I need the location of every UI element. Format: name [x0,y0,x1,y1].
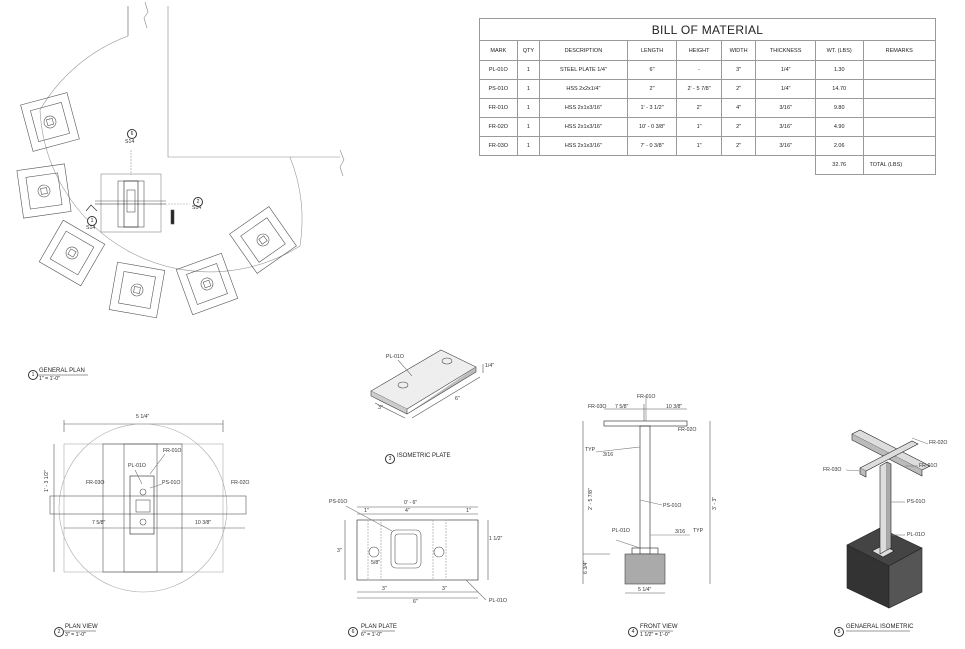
part-label: PL-01O [128,463,146,469]
part-label: FR-01O [637,394,656,400]
dim-label: 2' - 5 7/8" [588,488,594,510]
part-label: PL-01O [386,354,404,360]
plan-plate [344,505,489,601]
weld-note: TYP [693,528,704,534]
title-underlines [38,374,910,632]
general-plan [16,1,345,319]
view-scale: 3" = 1'-0" [65,632,86,638]
view-number-bubble: 6 [348,627,358,637]
pedestal [16,163,72,219]
dim-label: 10 3/8" [195,520,212,526]
section-mark-sheet: S14 [86,225,96,231]
section-mark-bubble: 6 [127,129,137,139]
part-label: PS-01O [329,499,348,505]
part-label: FR-03O [823,467,842,473]
view-title: FRONT VIEW [640,624,678,630]
view-title: ISOMETRIC PLATE [397,453,451,459]
view-title: PLAN PLATE [361,624,397,630]
general-isometric [845,429,931,609]
dim-label: 1 1/2" [489,536,503,542]
dim-label: 10 3/8" [666,404,683,410]
bom-total-value: 32.76 [814,155,864,175]
dim-label: 5 1/4" [638,587,652,593]
pedestal [20,92,80,152]
part-label: FR-03O [588,404,607,410]
plan-view [49,420,247,593]
view-number-bubble: 3 [385,454,395,464]
section-mark-bubble: 1 [87,216,97,226]
part-label: FR-03O [86,480,105,486]
dim-label: 6 3/4" [583,560,589,574]
bom-cell: 3/16" [755,136,816,156]
dim-label: 1" [364,508,369,514]
dim-label: 0' - 6" [404,500,418,506]
part-label: PS-01O [162,480,181,486]
dim-label: 1" [466,508,471,514]
part-label: PL-01O [907,532,925,538]
dim-label: 7 5/8" [92,520,106,526]
view-title: PLAN VIEW [65,624,98,630]
dim-label: 1/4" [485,363,495,369]
center-support [95,150,190,233]
dim-label: 4" [405,508,410,514]
section-mark-bubble: 2 [193,197,203,207]
part-label: FR-01O [919,463,938,469]
weld-note: 3/16 [675,529,686,535]
dim-label: 7 5/8" [615,404,629,410]
part-label: PS-01O [663,503,682,509]
pedestal [38,219,106,287]
view-number-bubble: 5 [834,627,844,637]
weld-note: 3/16 [603,452,614,458]
dim-label: 5/8" [371,560,381,566]
dim-label: 5 1/4" [136,414,150,420]
pedestal [175,252,239,316]
dim-label: 3" [382,586,387,592]
part-label: PS-01O [907,499,926,505]
bom-cell: 1" [676,136,722,156]
dim-label: 1' - 3 1/2" [44,470,50,492]
part-label: FR-02O [678,427,697,433]
view-number-bubble: 4 [628,627,638,637]
pedestal [229,206,297,274]
dim-label: 3" [337,548,342,554]
dim-label: 6" [455,396,460,402]
section-mark-sheet: S14 [192,205,202,211]
dim-label: 3" [378,405,383,411]
isometric-plate [370,349,484,419]
dim-label: 6" [413,599,418,605]
view-number-bubble: 2 [54,627,64,637]
view-number-bubble: 1 [28,370,38,380]
bom-cell: FR-03O [479,136,518,156]
part-label: PL-01O [489,598,507,604]
dim-label: 3" [442,586,447,592]
view-scale: 1" = 1'-0" [39,376,60,382]
view-scale: 6" = 1'-0" [361,632,382,638]
bom-total-label: TOTAL (LBS) [862,155,936,175]
weld-note: TYP [585,447,596,453]
bom-cell: 1 [516,136,541,156]
pedestal [108,261,166,319]
part-label: FR-01O [163,448,182,454]
part-label: FR-02O [929,440,948,446]
section-mark-sheet: S14 [125,139,135,145]
dim-label: 3' - 3" [712,496,718,510]
part-label: FR-02O [231,480,250,486]
front-view [582,395,711,594]
view-title: GENERAL PLAN [39,368,85,374]
part-label: PL-01O [612,528,630,534]
view-scale: 1 1/2" = 1'-0" [640,632,670,638]
view-title: GENAERAL ISOMETRIC [846,624,914,630]
